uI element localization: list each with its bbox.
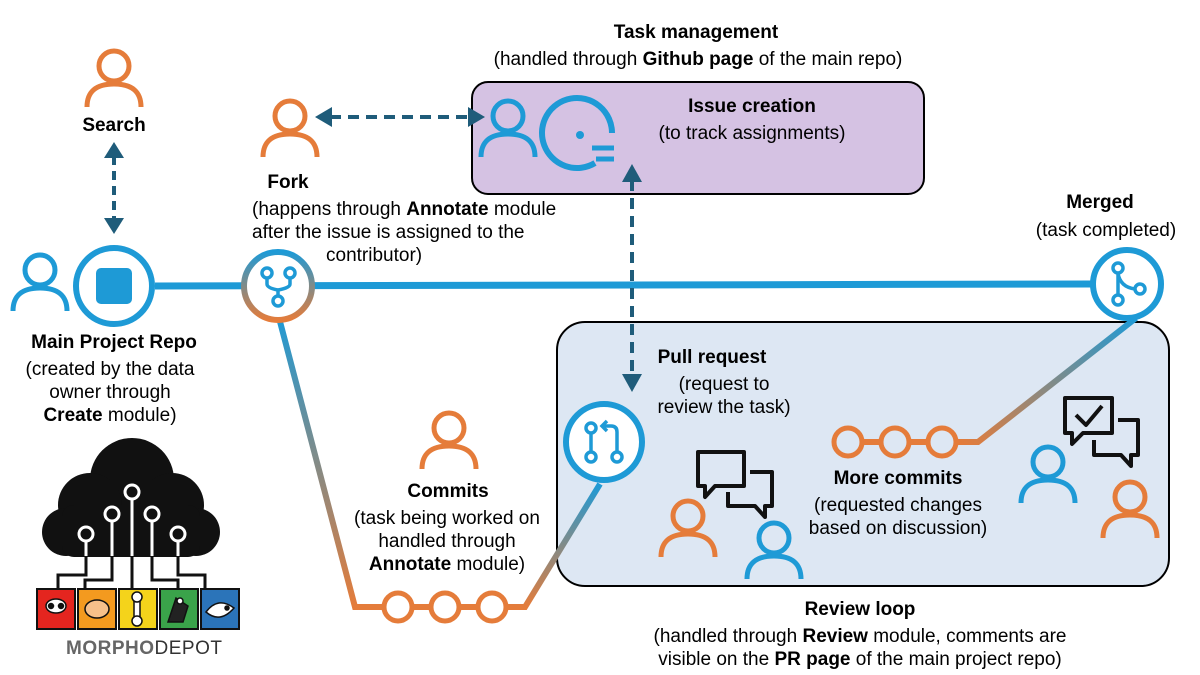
more-commit-node <box>831 425 865 459</box>
issue-icon <box>539 95 615 171</box>
review-loop-description: (handled through Review module, comments… <box>653 626 1067 670</box>
chat-bubbles-icon <box>696 450 774 519</box>
merged-title: Merged <box>1066 192 1134 213</box>
fork-issue-dashed-arrow <box>315 107 485 127</box>
more-commits-title: More commits <box>833 468 963 489</box>
more-commits-description: (requested changes based on discussion) <box>808 495 988 539</box>
task-management-title: Task management <box>613 22 779 43</box>
pull-request-icon <box>563 401 645 483</box>
review-loop-box <box>556 321 1170 587</box>
issue-creation-subtitle: (to track assignments) <box>658 123 846 144</box>
commits-description: (task being worked on handled through An… <box>354 508 540 575</box>
task-management-subtitle: (handled through Github page of the main… <box>493 49 903 70</box>
review-loop-title: Review loop <box>804 599 916 620</box>
fork-description: (happens through Annotate module after t… <box>252 199 557 266</box>
main-repo-title: Main Project Repo <box>31 332 197 353</box>
reviewer-person-icon-orange <box>658 498 718 558</box>
chat-check-icon <box>1063 396 1140 468</box>
commit-node <box>428 590 462 624</box>
merged-subtitle: (task completed) <box>1035 220 1177 241</box>
repo-icon <box>73 245 155 327</box>
fork-title: Fork <box>267 172 309 193</box>
issue-creation-title: Issue creation <box>688 96 816 117</box>
pull-request-title: Pull request <box>657 347 767 368</box>
more-commit-node <box>925 425 959 459</box>
fork-branch-line <box>275 313 385 610</box>
merge-icon <box>1090 247 1164 321</box>
main-repo-description: (created by the data owner through Creat… <box>25 359 195 426</box>
pull-request-description: (request to review the task) <box>657 374 791 418</box>
morphodepot-logo <box>36 438 240 630</box>
owner-person-icon <box>10 252 70 312</box>
search-person-icon <box>84 48 144 108</box>
more-commit-node <box>878 425 912 459</box>
morphodepot-wordmark: MORPHODEPOT <box>66 638 223 659</box>
discussion-person-icon-blue <box>1018 444 1078 504</box>
reviewer-person-icon-blue <box>744 520 804 580</box>
commits-title: Commits <box>407 481 489 502</box>
branch-to-pr-line <box>506 482 603 610</box>
commits-to-merge-line <box>956 315 1138 445</box>
issue-pr-dashed-arrow <box>622 164 642 392</box>
fork-person-icon <box>260 98 320 158</box>
commits-person-icon <box>419 410 479 470</box>
issue-person-icon <box>478 98 538 158</box>
commit-node <box>381 590 415 624</box>
fork-icon <box>241 249 315 323</box>
discussion-person-icon-orange <box>1100 479 1160 539</box>
search-dashed-arrow <box>104 142 124 234</box>
search-label: Search <box>82 115 146 136</box>
commit-node <box>475 590 509 624</box>
